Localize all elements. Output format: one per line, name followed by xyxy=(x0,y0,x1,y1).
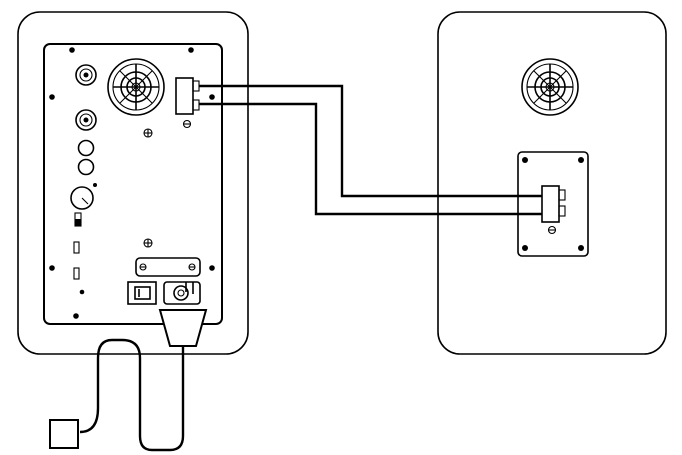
input-jack-1 xyxy=(75,64,97,86)
rca-jack-1 xyxy=(77,139,95,157)
power-switch-icon xyxy=(127,281,157,305)
tweeter-icon xyxy=(521,58,579,116)
speaker-terminal-icon xyxy=(541,185,566,235)
cover-plate xyxy=(135,257,201,277)
passive-speaker-cabinet xyxy=(437,11,667,355)
power-cord xyxy=(49,309,208,452)
volume-knob xyxy=(70,183,97,210)
wall-outlet-icon xyxy=(49,419,79,449)
input-jack-2 xyxy=(75,109,97,131)
speaker-terminal-icon xyxy=(175,77,200,129)
dip-switch-3 xyxy=(73,267,80,280)
power-inlet-icon xyxy=(163,281,201,305)
terminal-plate xyxy=(517,151,589,257)
tweeter-icon xyxy=(107,58,165,116)
speaker-cable xyxy=(199,84,542,216)
rca-jack-2 xyxy=(77,158,95,176)
screw-icon xyxy=(143,238,153,248)
power-plug-icon xyxy=(158,309,208,347)
active-speaker-cabinet xyxy=(17,11,249,355)
dip-switch-2 xyxy=(73,241,80,254)
screw-icon xyxy=(143,128,153,138)
dip-switch-1 xyxy=(74,212,82,227)
